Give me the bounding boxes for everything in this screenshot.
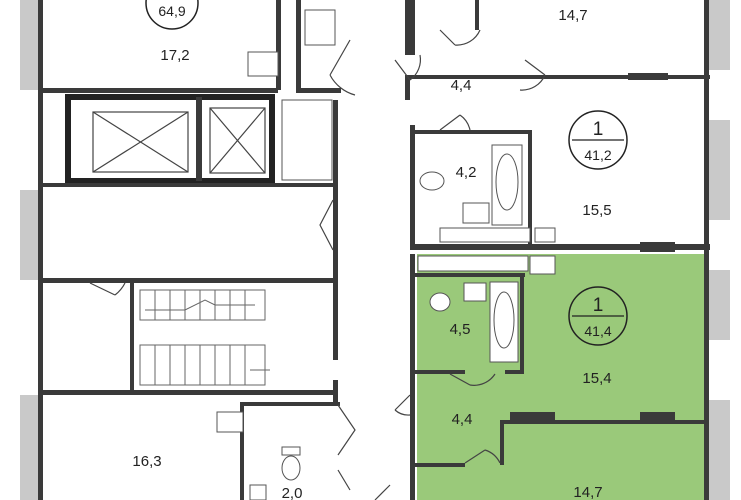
wall — [240, 402, 340, 406]
window-right-3 — [708, 270, 730, 340]
wall — [296, 0, 301, 90]
sink — [247, 51, 279, 77]
room-area-top-right: 14,7 — [558, 7, 587, 24]
apartment-total-area: 64,9 — [158, 3, 185, 19]
wall — [405, 0, 415, 55]
staircase — [139, 289, 270, 386]
room-area-living-lower: 15,4 — [582, 370, 611, 387]
wall — [196, 97, 202, 181]
apartment-badge-partial — [145, 0, 199, 30]
room-area-bottom-wc: 2,0 — [282, 485, 303, 500]
wall — [510, 412, 555, 420]
elevator-shaft-2 — [209, 107, 266, 174]
toilet — [429, 292, 451, 312]
wall — [38, 278, 335, 283]
door — [394, 54, 422, 81]
wall — [410, 75, 710, 79]
bathtub-basin — [495, 153, 519, 211]
door — [394, 394, 411, 416]
stove — [534, 227, 556, 243]
toilet — [281, 455, 301, 481]
room-area-living-upper: 15,5 — [582, 202, 611, 219]
door — [519, 59, 546, 91]
wall — [640, 412, 675, 420]
apartment-total-area: 41,2 — [584, 147, 611, 163]
apartment-rooms: 1 — [593, 295, 604, 316]
door — [319, 199, 334, 251]
wall — [415, 370, 465, 374]
sink — [462, 202, 490, 224]
shaft-cross — [92, 111, 189, 173]
room-area-bath-upper: 4,2 — [456, 164, 477, 181]
sink — [249, 484, 267, 500]
wall-left-exterior — [38, 0, 43, 500]
shaft-cross — [209, 107, 266, 174]
wall — [333, 380, 338, 405]
wall — [38, 390, 335, 395]
apartment-rooms: 1 — [593, 119, 604, 140]
door — [337, 404, 356, 456]
wall — [415, 463, 465, 467]
door — [464, 449, 501, 464]
wall — [410, 125, 415, 250]
room-area-bath-lower: 4,5 — [450, 321, 471, 338]
wall — [410, 254, 415, 500]
wall — [520, 277, 524, 372]
door — [449, 373, 496, 386]
stove — [529, 255, 556, 275]
room-area-top-left: 17,2 — [160, 47, 189, 64]
wall — [410, 130, 530, 134]
door — [439, 114, 471, 131]
apartment-badge[interactable]: 1 41,4 — [568, 286, 628, 346]
wall — [333, 100, 338, 360]
kitchen-counter — [417, 255, 529, 272]
wall — [410, 244, 710, 250]
window-left-1 — [20, 0, 42, 90]
wall — [130, 278, 134, 390]
bathtub-basin — [493, 291, 515, 349]
wall — [528, 130, 532, 245]
wall — [405, 75, 410, 100]
window-right-2 — [708, 120, 730, 220]
room-area-hall-lower: 4,4 — [452, 411, 473, 428]
sink — [216, 411, 244, 433]
door — [439, 29, 481, 46]
room-area-bottom-left: 16,3 — [132, 453, 161, 470]
cabinet — [281, 99, 333, 181]
door — [89, 282, 126, 296]
door — [329, 39, 356, 96]
window-right-4 — [708, 400, 730, 500]
door — [374, 484, 391, 500]
sink — [463, 282, 487, 302]
washer — [304, 9, 336, 46]
wall — [38, 88, 278, 93]
wall — [296, 88, 341, 93]
apartment-badge[interactable]: 1 41,2 — [568, 110, 628, 170]
wall — [500, 420, 504, 465]
wall — [500, 420, 705, 424]
toilet — [419, 171, 445, 191]
kitchen-counter — [439, 227, 531, 243]
room-area-hall-upper: 4,4 — [451, 77, 472, 94]
window-left-3 — [20, 395, 42, 500]
wall — [38, 183, 335, 187]
wall — [240, 402, 244, 500]
elevator-shaft-1 — [92, 111, 189, 173]
window-right-1 — [708, 0, 730, 70]
window-left-2 — [20, 190, 42, 280]
wall — [628, 73, 668, 80]
wall — [276, 0, 281, 90]
wall — [415, 273, 525, 277]
door — [337, 469, 351, 491]
wall — [505, 370, 524, 374]
wall — [640, 242, 675, 252]
apartment-total-area: 41,4 — [584, 323, 611, 339]
wall — [475, 0, 479, 30]
room-area-bedroom-lower: 14,7 — [573, 484, 602, 500]
elevator-block — [65, 94, 275, 184]
toilet-tank — [281, 446, 301, 456]
